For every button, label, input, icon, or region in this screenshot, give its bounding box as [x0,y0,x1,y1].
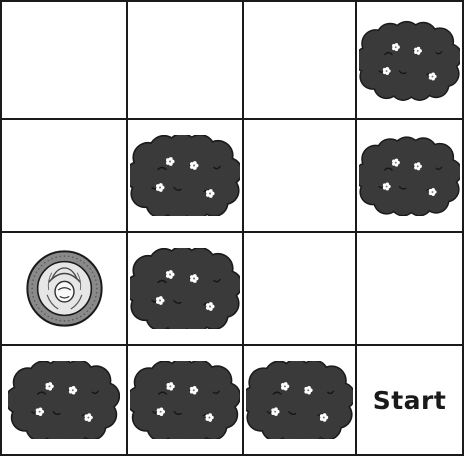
grid-line-horizontal [0,0,464,2]
grid-cell-r4-c3[interactable] [244,346,355,454]
start-label: Start [373,386,447,415]
grid-cell-r2-c2[interactable] [128,120,242,231]
bush-icon [359,135,460,216]
coin-icon [25,249,104,328]
grid-cell-r3-c1[interactable] [2,233,126,344]
grid-line-horizontal [0,118,464,120]
grid-cell-r3-c4[interactable] [357,233,462,344]
grid-line-vertical [355,0,357,456]
grid-cell-r3-c2[interactable] [128,233,242,344]
grid-cell-r1-c3[interactable] [244,2,355,118]
grid-line-vertical [126,0,128,456]
grid-cell-r1-c4[interactable] [357,2,462,118]
bush-icon [359,18,460,102]
bush-icon [130,135,240,216]
grid-line-horizontal [0,231,464,233]
grid-cell-r4-c4[interactable]: Start [357,346,462,454]
grid-cell-r2-c4[interactable] [357,120,462,231]
grid-cell-r1-c2[interactable] [128,2,242,118]
bush-icon [130,361,240,439]
grid-cell-r3-c3[interactable] [244,233,355,344]
grid-cell-r2-c3[interactable] [244,120,355,231]
grid-line-vertical [0,0,2,456]
grid-line-horizontal [0,344,464,346]
grid-cell-r4-c1[interactable] [2,346,126,454]
bush-icon [8,361,120,439]
grid-cell-r2-c1[interactable] [2,120,126,231]
grid-line-vertical [242,0,244,456]
bush-icon [130,248,240,329]
grid-cell-r1-c1[interactable] [2,2,126,118]
bush-icon [246,361,353,439]
grid-cell-r4-c2[interactable] [128,346,242,454]
